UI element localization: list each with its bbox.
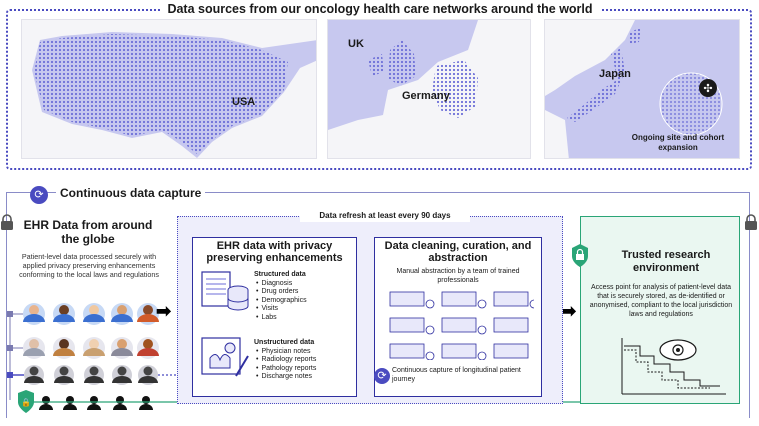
unstructured-item: Physician notes — [256, 348, 316, 356]
arrow-to-privacy: ➡ — [156, 301, 172, 321]
data-refresh-label: Data refresh at least every 90 days — [300, 210, 470, 222]
japan-map: ✣ — [545, 20, 739, 158]
trusted-title: Trusted research environment — [621, 249, 711, 274]
avatar-row-2 — [23, 337, 159, 359]
lock-icon-left — [0, 214, 14, 230]
continuous-capture-label: Continuous data capture — [56, 186, 206, 200]
uk-label: UK — [348, 38, 364, 50]
trusted-description: Access point for analysis of patient-lev… — [589, 284, 733, 318]
structured-item: Demographics — [256, 297, 306, 305]
unstructured-list: Physician notes Radiology reports Pathol… — [256, 348, 316, 382]
structured-item: Labs — [256, 314, 307, 322]
database-icon — [201, 271, 249, 311]
unstructured-heading: Unstructured data — [254, 339, 315, 346]
europe-map-panel: UK Germany — [327, 19, 531, 159]
avatar-row-3 — [24, 365, 158, 385]
usa-label: USA — [232, 96, 256, 108]
ehr-title: EHR Data from around the globe — [23, 218, 153, 246]
ehr-description: Patient-level data processed securely wi… — [19, 252, 159, 279]
unstructured-item: Discharge notes — [256, 373, 316, 381]
japan-map-panel: ✣ Japan — [544, 19, 740, 159]
structured-list: Diagnosis Drug orders Demographics Visit… — [256, 280, 307, 322]
cleaning-box — [374, 237, 542, 397]
unstructured-item: Radiology reports — [256, 356, 316, 364]
structured-item: Drug orders — [256, 288, 307, 296]
usa-map — [22, 20, 316, 158]
europe-map — [328, 20, 530, 158]
lock-icon-right — [744, 214, 758, 230]
unstructured-item: Pathology reports — [256, 365, 316, 373]
refresh-icon: ⟳ — [374, 368, 390, 384]
privacy-title: EHR data with privacy preserving enhance… — [206, 240, 343, 264]
survival-curve-illustration — [621, 338, 726, 395]
journey-text: Continuous capture of longitudinal patie… — [392, 367, 521, 383]
trusted-environment-box — [580, 216, 740, 404]
manual-abstraction-text: Manual abstraction by a team of trained … — [396, 268, 520, 284]
structured-heading: Structured data — [254, 271, 306, 278]
expansion-caption: Ongoing site and cohort expansion — [631, 133, 725, 152]
abstraction-team-illustration — [389, 291, 534, 360]
germany-label: Germany — [402, 90, 450, 102]
continuous-capture-frame — [6, 192, 750, 418]
arrow-to-trusted: ➡ — [561, 301, 577, 321]
structured-item: Visits — [256, 305, 307, 313]
usa-map-panel: USA — [21, 19, 317, 159]
svg-text:🔒: 🔒 — [21, 398, 31, 407]
structured-item: Diagnosis — [256, 280, 307, 288]
svg-text:✣: ✣ — [703, 82, 712, 95]
cleaning-title: Data cleaning, curation, and abstraction — [384, 240, 532, 264]
avatar-row-1 — [23, 303, 159, 325]
refresh-icon: ⟳ — [30, 186, 48, 204]
data-sources-title: Data sources from our oncology health ca… — [160, 2, 600, 16]
medical-document-icon — [201, 337, 249, 377]
shield-lock-icon — [572, 244, 588, 267]
japan-label: Japan — [599, 68, 631, 80]
